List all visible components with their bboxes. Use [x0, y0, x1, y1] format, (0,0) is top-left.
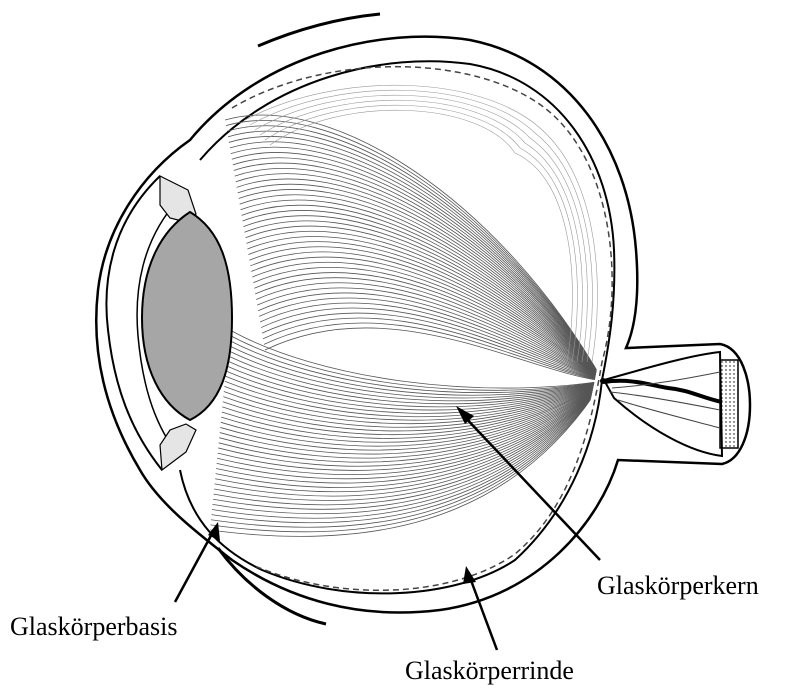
vitreous-fiber — [225, 376, 603, 413]
optic-disc — [600, 378, 606, 384]
vitreous-fiber — [216, 381, 603, 483]
label-glaskoerperrinde: Glaskörperrinde — [405, 658, 574, 684]
vitreous-fiber — [228, 345, 603, 395]
ciliary-body-lower — [160, 424, 196, 470]
label-glaskoerperkern: Glaskörperkern — [597, 573, 759, 599]
arrow-basis — [175, 530, 214, 602]
optic-nerve — [604, 352, 722, 456]
optic-nerve-end — [720, 360, 738, 448]
label-glaskoerperbasis: Glaskörperbasis — [10, 614, 178, 640]
vitreous-fiber — [250, 252, 603, 381]
vitreous-fiber — [225, 115, 603, 381]
vitreous-fiber — [236, 174, 603, 381]
vitreous-fiber — [227, 356, 603, 401]
upper-eyelid-arc — [258, 14, 380, 46]
vitreous-fiber — [241, 200, 603, 381]
lens — [142, 212, 232, 420]
arrow-rinde — [469, 575, 497, 650]
vitreous-fibers — [210, 85, 603, 536]
